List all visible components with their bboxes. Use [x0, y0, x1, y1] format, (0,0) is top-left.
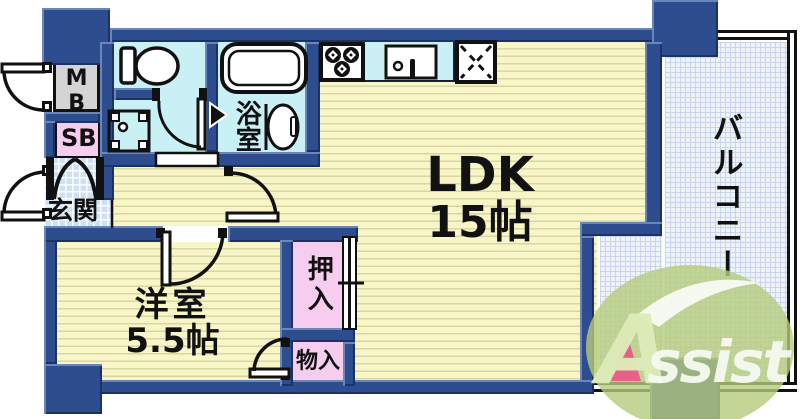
closet-sliding-door — [338, 236, 364, 330]
wall-western-top-left — [44, 226, 163, 242]
western-door-arc — [156, 228, 227, 287]
wall-western-left — [44, 228, 57, 364]
entrance-inner-door — [46, 157, 104, 200]
bathtub-icon — [220, 42, 308, 94]
wall-monoire-right — [343, 342, 355, 386]
shoe-box — [55, 121, 100, 158]
bath-door-icon — [209, 101, 229, 129]
balcony-wall-top — [715, 30, 797, 40]
hall-door-arc — [224, 166, 280, 223]
wall-toilet-divider — [114, 88, 160, 100]
logo-rest-text: ssist — [647, 328, 792, 396]
pillar-top-left — [42, 8, 110, 65]
washroom-slider — [154, 151, 220, 168]
western-door-threshold — [163, 226, 228, 242]
ldk-label-block: LDK 15帖 — [340, 150, 620, 247]
wall-notch — [580, 222, 662, 236]
entrance-door-arc — [0, 165, 52, 222]
wall-right-upper — [645, 42, 662, 224]
wall-bath-right — [305, 42, 320, 152]
meter-box-door-arc — [0, 62, 52, 112]
assist-logo: A ssist — [586, 265, 794, 419]
room-western-size: 5.5帖 — [125, 320, 220, 361]
storage-label: 物入 — [296, 349, 341, 374]
room-ldk-label: LDK — [426, 147, 534, 203]
meter-box-label: MB — [64, 66, 90, 116]
room-western-label: 洋室 — [134, 285, 211, 325]
bath-basin-icon — [264, 103, 300, 151]
pillar-top-right — [652, 0, 718, 57]
wall-closet-divider — [280, 328, 355, 342]
toilet-door-arc — [152, 88, 207, 151]
logo-a-accent — [611, 331, 641, 381]
western-label-block: 洋室 5.5帖 — [60, 285, 285, 361]
balcony-wall-right — [787, 30, 797, 392]
fridge-space-icon — [455, 40, 497, 84]
wall-top — [110, 28, 655, 42]
balcony-label: バルコニー — [706, 112, 743, 282]
storage-monoire — [293, 342, 343, 382]
pillar-bottom-left — [44, 364, 102, 414]
logo-swoosh — [637, 279, 760, 327]
washer-pan-icon — [107, 109, 151, 153]
closet-label: 押入 — [303, 255, 334, 315]
wall-western-top-right — [228, 226, 358, 242]
shoe-box-label: SB — [61, 124, 97, 152]
toilet-icon — [119, 46, 180, 86]
room-entrance-label: 玄関 — [48, 196, 99, 225]
wall-closet-left — [280, 240, 293, 386]
room-ldk-size: 15帖 — [427, 197, 533, 249]
stove-icon — [319, 42, 365, 82]
closet-oshiire — [293, 240, 345, 328]
storage-door-arc — [248, 337, 291, 380]
wall-mb-sb-divider — [44, 112, 100, 123]
logo-a-text: A — [590, 296, 671, 406]
kitchen-sink-icon — [384, 44, 438, 80]
room-bath-label: 浴室 — [231, 100, 262, 152]
wall-bottom — [100, 380, 594, 394]
wall-sb-left — [44, 121, 55, 158]
